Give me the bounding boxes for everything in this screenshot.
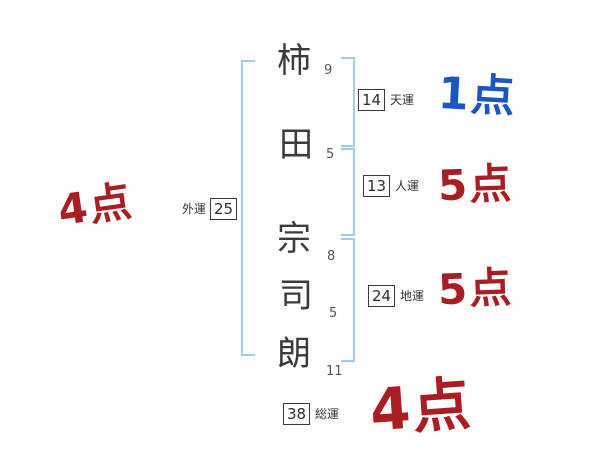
score-jinun: 5点 (437, 158, 515, 211)
chiun-value-box: 24 (368, 285, 395, 307)
tenun-label: 天運 (390, 93, 415, 107)
score-tenun: 1点 (436, 67, 518, 124)
bracket-chiun (341, 238, 355, 362)
stroke-count-2: 5 (326, 147, 335, 162)
gaiun-label: 外運 (182, 202, 207, 216)
stroke-count-4: 5 (329, 306, 338, 321)
gaiun-value-box: 25 (210, 198, 237, 220)
name-character-5: 朗 (277, 334, 311, 374)
stroke-count-1: 9 (324, 63, 333, 78)
chiun-label: 地運 (400, 289, 425, 303)
jinun-value-box: 13 (363, 175, 390, 197)
score-chiun: 5点 (437, 262, 515, 315)
name-character-1: 柿 (277, 41, 311, 81)
bracket-jinun (341, 148, 355, 236)
jinun-label: 人運 (395, 179, 420, 193)
tenun-value-box: 14 (358, 89, 385, 111)
stroke-count-5: 11 (326, 364, 343, 379)
bracket-tenun (341, 57, 355, 147)
score-souun: 4点 (367, 369, 475, 445)
stroke-count-3: 8 (327, 249, 336, 264)
bracket-gaiun (241, 60, 255, 356)
name-character-2: 田 (279, 125, 313, 165)
name-character-4: 司 (279, 276, 313, 316)
name-character-3: 宗 (277, 219, 311, 259)
souun-label: 総運 (315, 407, 340, 421)
souun-value-box: 38 (283, 403, 310, 425)
score-gaiun: 4点 (54, 176, 137, 236)
